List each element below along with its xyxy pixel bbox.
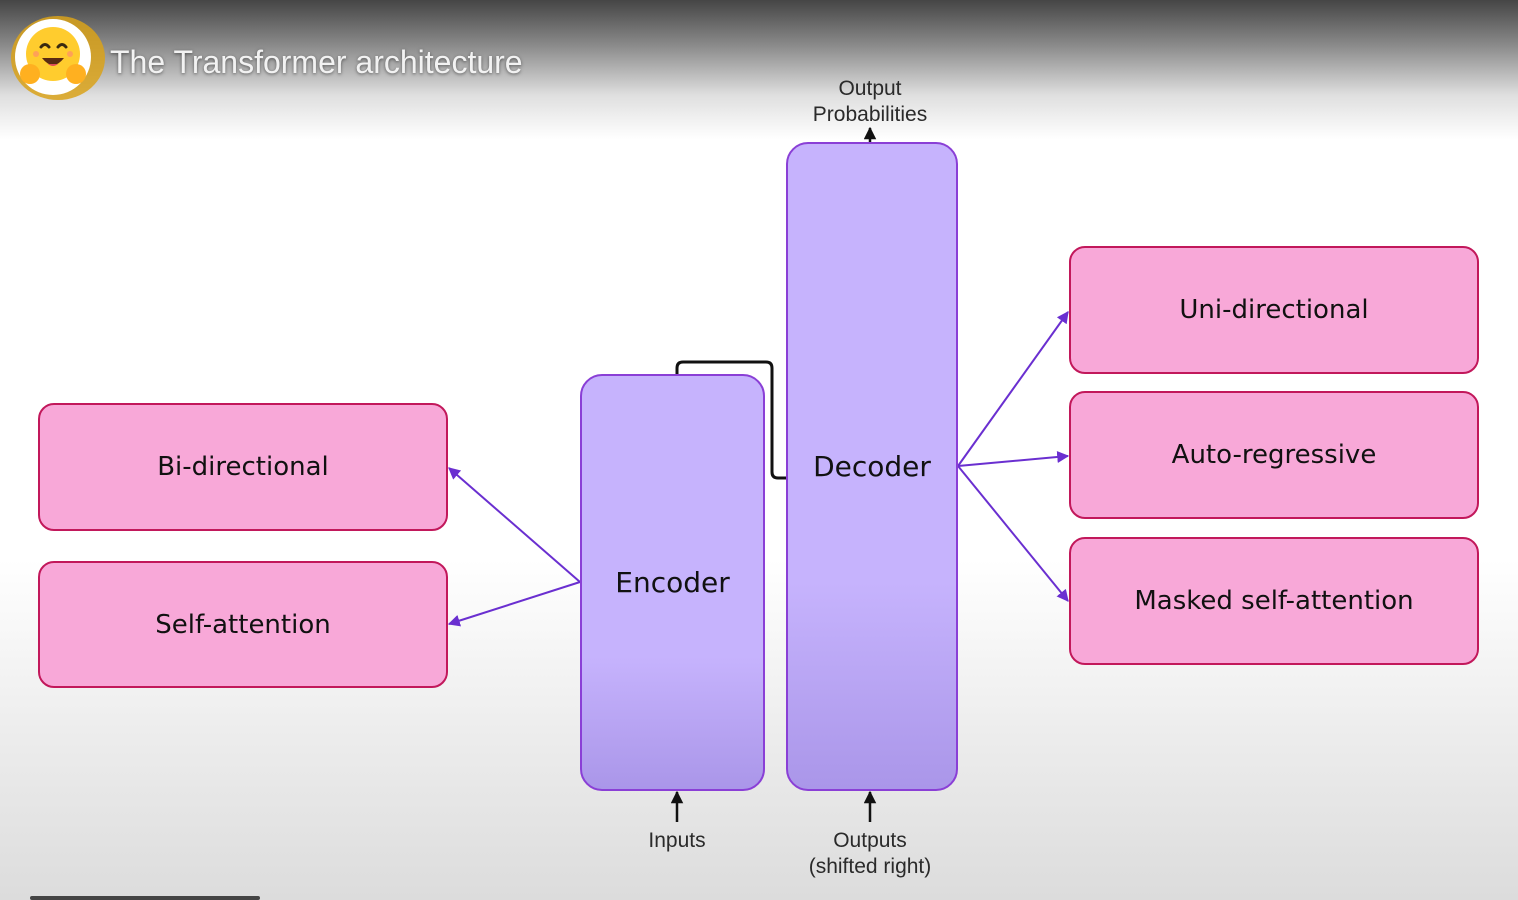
output-probabilities-label: Output Probabilities bbox=[770, 76, 970, 128]
video-progress-bar[interactable] bbox=[30, 896, 260, 900]
encoder-block: Encoder bbox=[580, 374, 765, 791]
bi-directional-label: Bi-directional bbox=[157, 452, 329, 482]
auto-regressive-label: Auto-regressive bbox=[1171, 440, 1377, 470]
encoder-label: Encoder bbox=[615, 566, 730, 599]
arrow-to-uni-directional bbox=[957, 311, 1069, 467]
bi-directional-box: Bi-directional bbox=[38, 403, 448, 531]
arrow-to-bi-directional bbox=[448, 467, 581, 583]
inputs-text: Inputs bbox=[648, 829, 706, 852]
decoder-label: Decoder bbox=[813, 450, 931, 483]
output-probabilities-line-2: Probabilities bbox=[812, 103, 928, 126]
hugging-face-emoji-icon bbox=[11, 16, 105, 100]
uni-directional-box: Uni-directional bbox=[1069, 246, 1479, 374]
outputs-line-1: Outputs bbox=[833, 829, 907, 852]
slide-title: The Transformer architecture bbox=[110, 44, 523, 80]
encoder-decoder-connector bbox=[675, 360, 786, 480]
self-attention-label: Self-attention bbox=[155, 609, 331, 640]
uni-directional-label: Uni-directional bbox=[1179, 295, 1369, 325]
auto-regressive-box: Auto-regressive bbox=[1069, 391, 1479, 519]
outputs-line-2: (shifted right) bbox=[808, 855, 932, 878]
inputs-label: Inputs bbox=[597, 828, 757, 854]
self-attention-box: Self-attention bbox=[38, 561, 448, 688]
output-probabilities-line-1: Output bbox=[838, 77, 902, 100]
masked-self-attention-label: Masked self-attention bbox=[1134, 586, 1414, 616]
arrow-to-auto-regressive bbox=[957, 451, 1070, 467]
masked-self-attention-box: Masked self-attention bbox=[1069, 537, 1479, 665]
decoder-block: Decoder bbox=[786, 142, 958, 791]
arrow-to-masked-self-attention bbox=[957, 465, 1069, 602]
title-overlay bbox=[0, 0, 1518, 140]
arrow-to-self-attention bbox=[447, 581, 581, 627]
outputs-label: Outputs (shifted right) bbox=[760, 828, 980, 880]
